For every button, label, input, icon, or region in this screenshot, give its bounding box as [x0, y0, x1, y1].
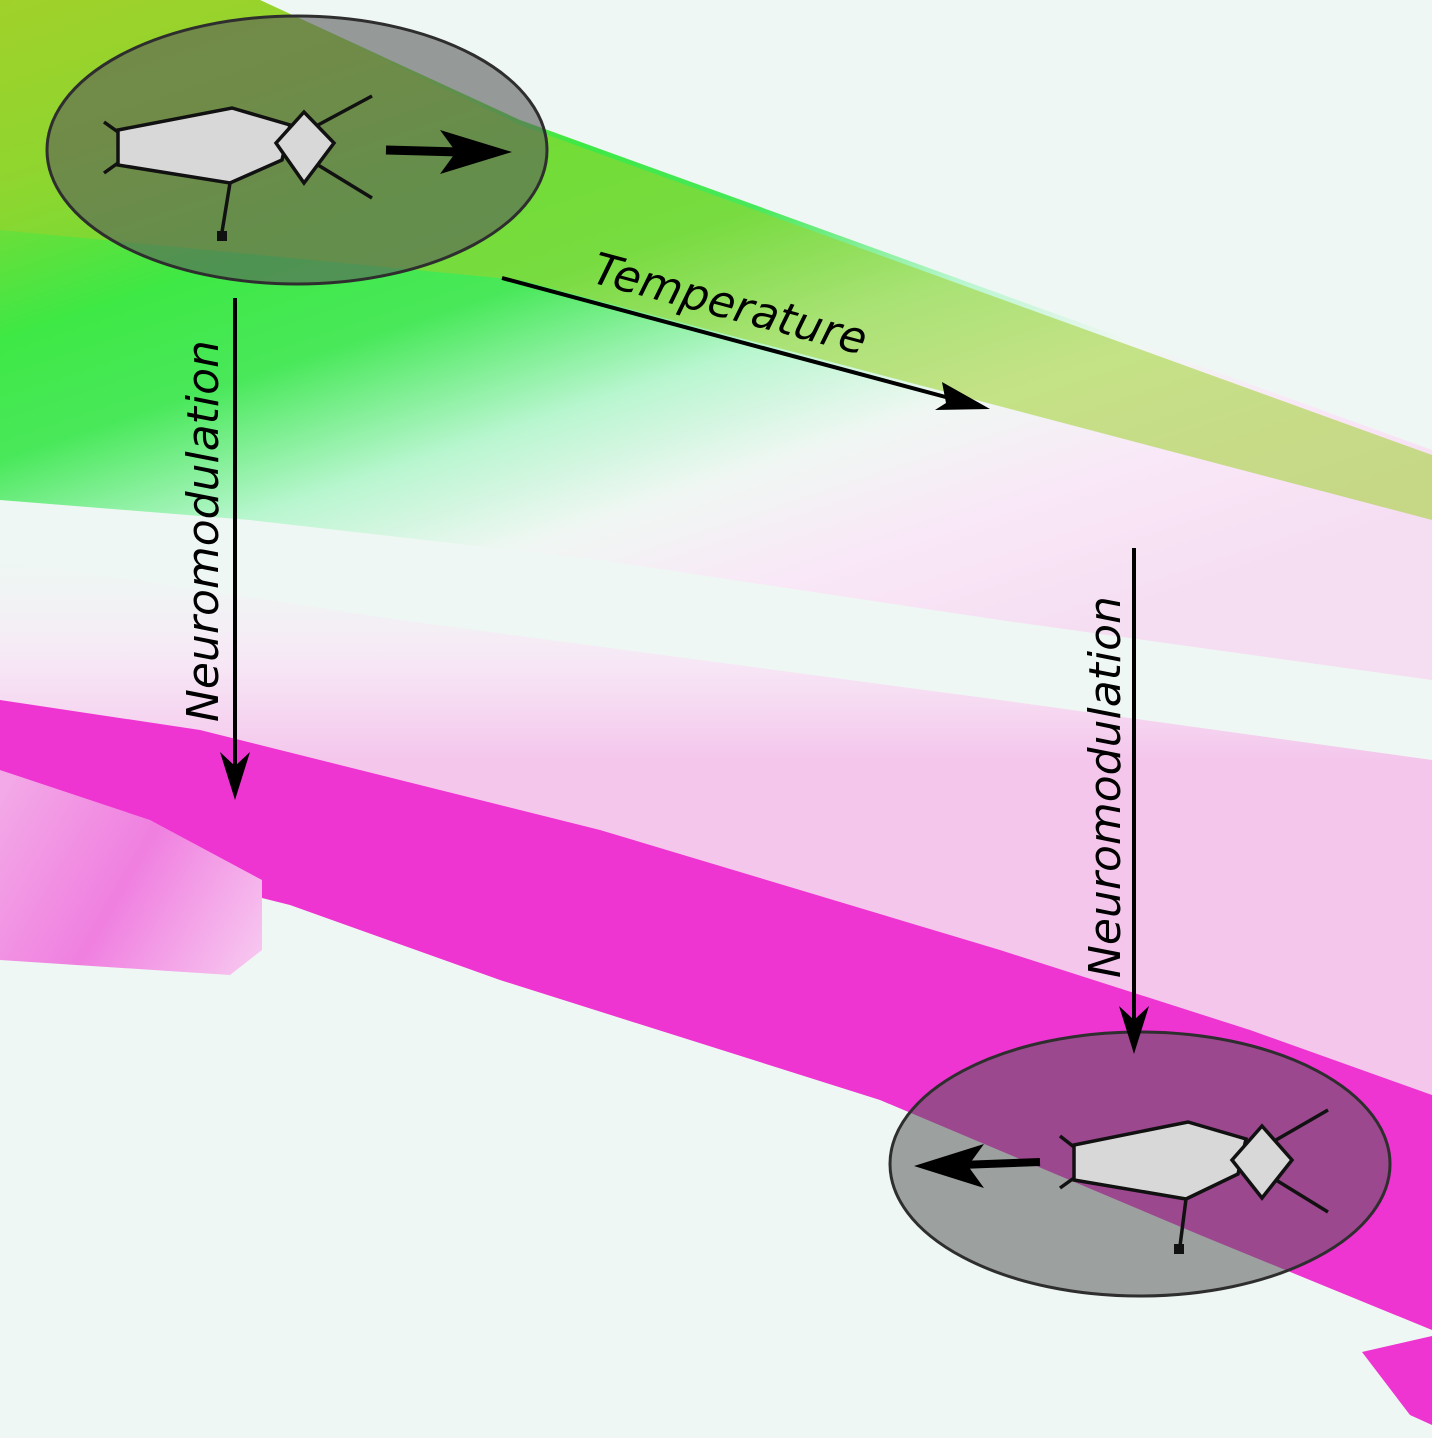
neuron-group-top — [45, 14, 549, 286]
arrow-left-icon — [914, 1144, 1041, 1188]
neuron-icon — [102, 94, 373, 241]
magenta-shelf — [0, 770, 262, 975]
pink-fade-band — [0, 560, 1432, 1095]
neuromodulation-arrow-left — [220, 298, 250, 800]
neuromodulation-arrow-right — [1119, 548, 1149, 1054]
magenta-fragment — [1362, 1336, 1432, 1425]
neuromodulation-label-right: Neuromodulation — [1080, 596, 1131, 978]
neuromodulation-label-left: Neuromodulation — [178, 340, 229, 722]
neuron-icon — [1058, 1108, 1329, 1254]
arrow-right-icon — [385, 130, 512, 174]
neuron-group-bottom — [888, 1030, 1392, 1298]
temperature-arrow — [501, 276, 990, 410]
